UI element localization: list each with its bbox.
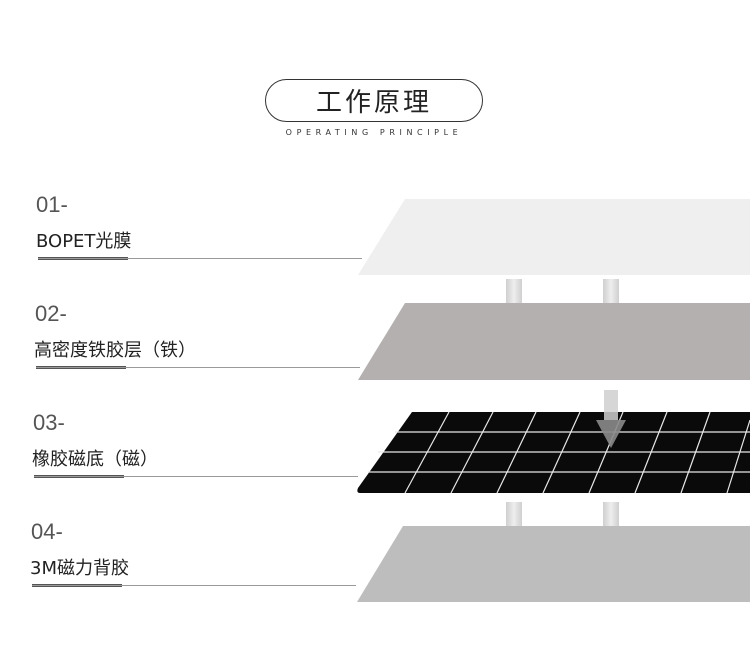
layer-1-underline [38, 258, 362, 259]
layer-2-underline [36, 367, 360, 368]
section-title-text: 工作原理 [315, 88, 432, 118]
layer-2-number: 02- [35, 301, 67, 326]
layer-3-plate [357, 390, 750, 494]
layer-1-plate [358, 199, 750, 275]
layer-3-underline [34, 476, 358, 477]
layer-1-label: BOPET光膜 [36, 231, 132, 252]
layer-4-label: 3M磁力背胶 [30, 558, 129, 579]
layer-3-number: 03- [33, 410, 65, 435]
section-title: 工作原理 [265, 79, 483, 122]
layer-2-plate [358, 303, 750, 380]
layer-2-label: 高密度铁胶层（铁） [34, 340, 196, 361]
layer-4-number: 04- [31, 519, 63, 544]
layer-3-label: 橡胶磁底（磁） [32, 449, 158, 470]
layer-4-plate [357, 526, 750, 602]
layer-1-number: 01- [36, 192, 68, 217]
layer-4-underline [32, 585, 356, 586]
section-subtitle: OPERATING PRINCIPLE [285, 128, 463, 137]
